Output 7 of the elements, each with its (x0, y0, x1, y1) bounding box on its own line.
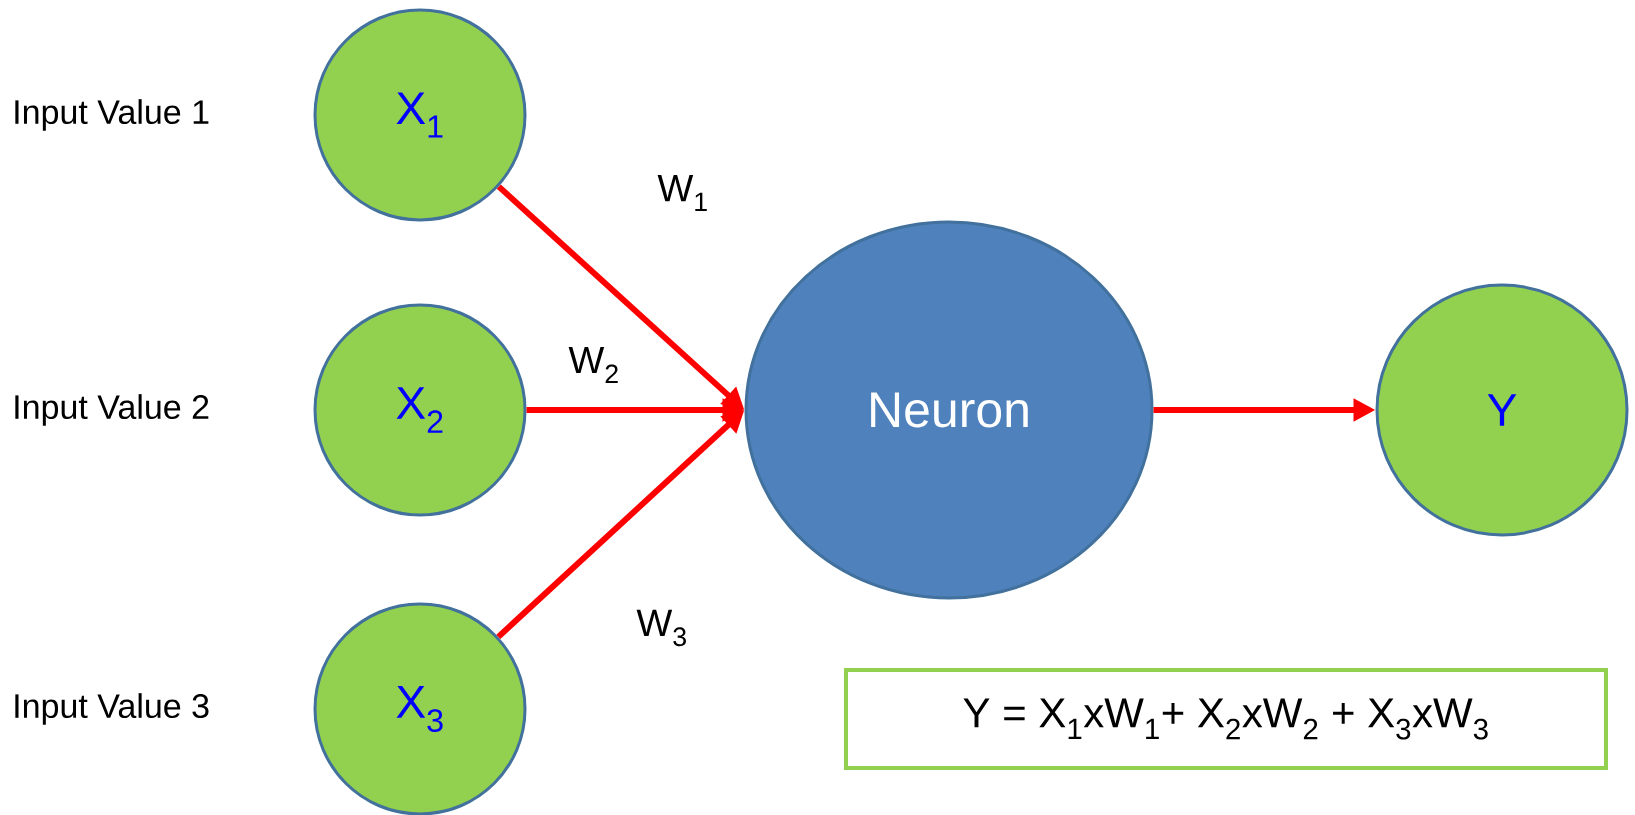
formula-box: Y = X$_{1}$xW$_{1}$+ X$_{2}$xW$_{2}$ + X$_{3}$xW$_{3}$ (844, 668, 1608, 770)
weight-label: W$_{3}$ (636, 609, 686, 647)
input-label: Input Value 2 (15, 394, 209, 426)
input-label: Input Value 3 (15, 693, 209, 725)
weight-label: W$_{1}$ (657, 175, 707, 211)
input-label: Input Value 1 (15, 99, 209, 131)
weight-label: W$_{2}$ (568, 346, 618, 384)
